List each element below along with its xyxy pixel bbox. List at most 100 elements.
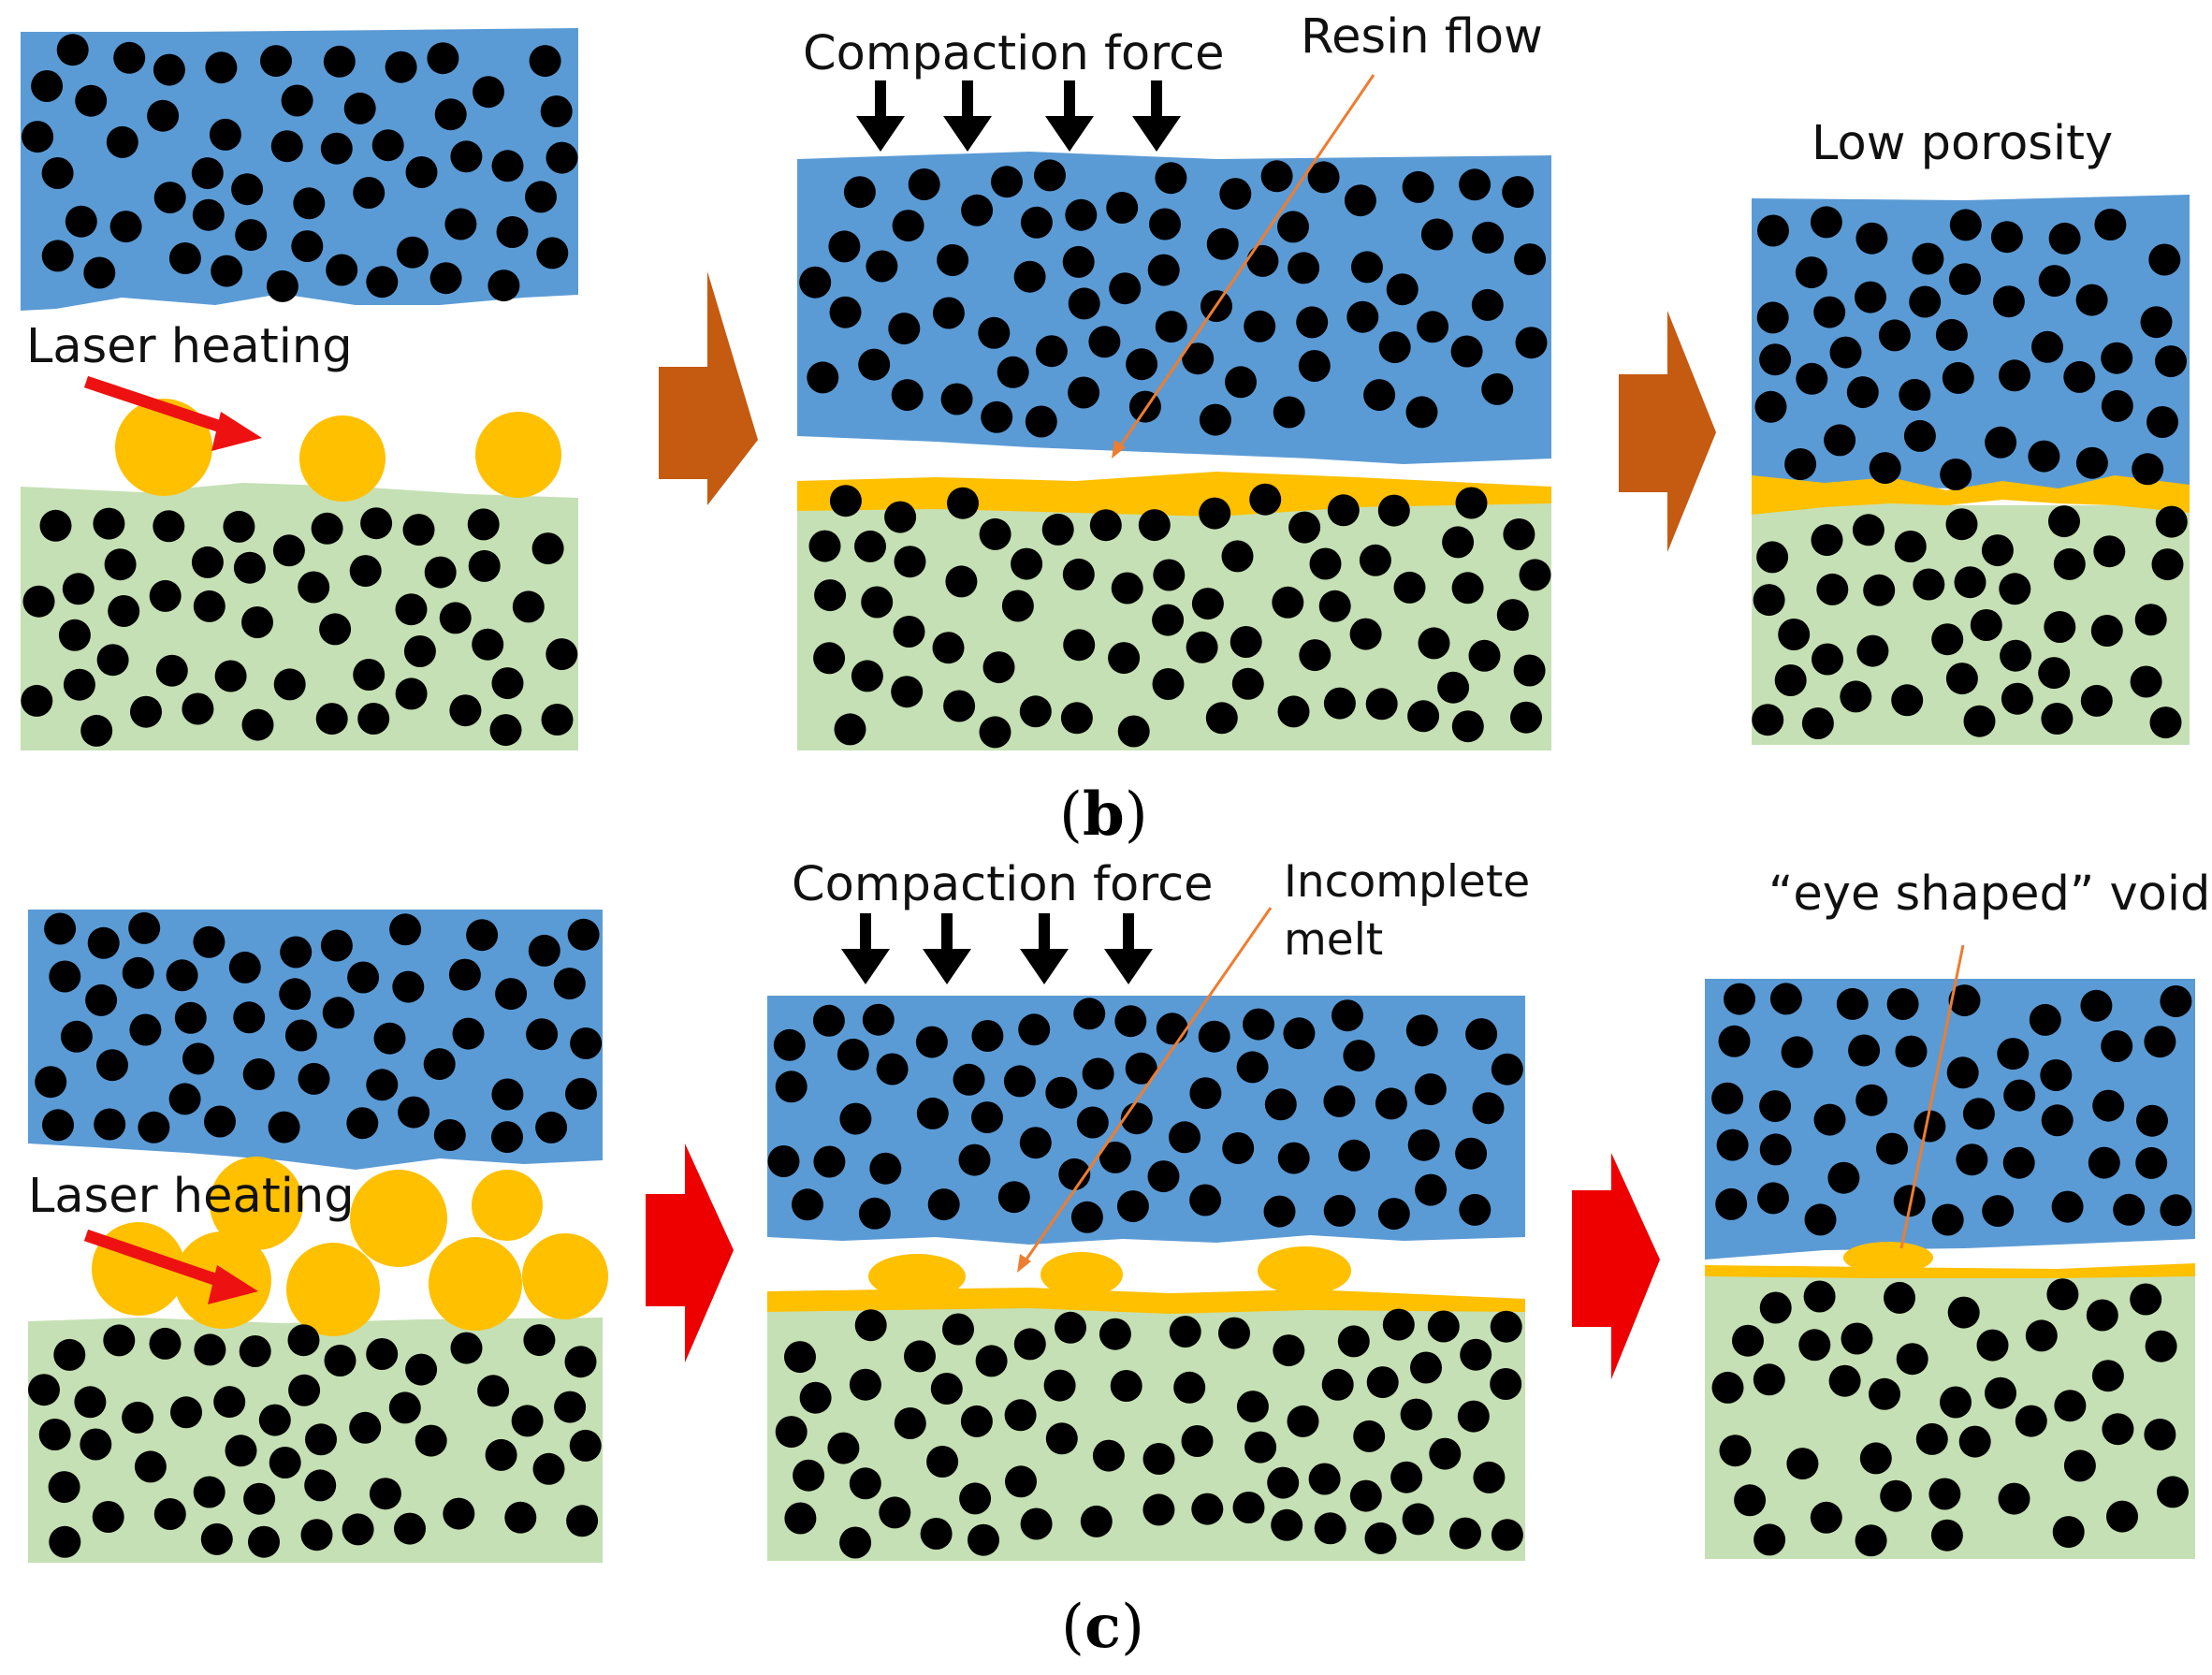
upper-laminate [21, 28, 578, 311]
fiber-dot [28, 1374, 60, 1406]
fiber-dot [1025, 405, 1057, 438]
fiber-dot [147, 99, 180, 132]
fiber-dot [529, 45, 561, 78]
fiber-dot [1288, 511, 1321, 544]
fiber-dot [1236, 1391, 1269, 1423]
fiber-dot [854, 530, 886, 562]
fiber-dot [1829, 336, 1862, 369]
fiber-dot [1827, 1161, 1860, 1194]
fiber-dot [566, 1505, 599, 1537]
fiber-dot [233, 551, 266, 584]
fiber-dot [1232, 1492, 1265, 1523]
fiber-dot [894, 546, 926, 578]
fiber-dot [1997, 1038, 2030, 1071]
fiber-dot [1724, 983, 1755, 1015]
fiber-dot [961, 194, 994, 226]
fiber-dot [1393, 571, 1426, 604]
down-arrow-icon [1020, 949, 1069, 984]
fiber-dot [1876, 1132, 1908, 1165]
fiber-dot [1752, 704, 1784, 736]
fiber-dot [2063, 360, 2096, 393]
fiber-dot [1981, 534, 2014, 567]
fiber-dot [1795, 256, 1827, 289]
fiber-dot [813, 1145, 846, 1178]
fiber-dot [997, 1181, 1030, 1214]
fiber-dot [888, 313, 921, 345]
fiber-dot [85, 983, 118, 1016]
fiber-dot [1338, 1139, 1371, 1172]
fiber-dot [41, 240, 74, 272]
fiber-dot [405, 1353, 438, 1386]
fiber-dot [2101, 1030, 2133, 1062]
fiber-dot [1152, 668, 1185, 700]
label-incomplete-melt: melt [1284, 914, 1383, 966]
fiber-dot [192, 198, 225, 231]
fiber-dot [248, 1525, 280, 1558]
fiber-dot [279, 978, 312, 1011]
fiber-dot [2038, 657, 2071, 690]
panel-c2: Compaction force Incomplete melt [767, 856, 1530, 1561]
fiber-dot [193, 1476, 226, 1508]
fiber-dot [1068, 376, 1100, 409]
fiber-dot [876, 1053, 909, 1085]
fiber-dot [1147, 254, 1180, 286]
fiber-dot [834, 713, 866, 746]
fiber-dot [523, 1324, 556, 1357]
fiber-dot [536, 237, 569, 269]
fiber-dot [869, 1152, 902, 1185]
fiber-dot [1205, 702, 1238, 735]
fiber-dot [353, 659, 386, 691]
resin-melt-layer [1705, 1263, 2195, 1278]
resin-melt-droplet [475, 412, 561, 498]
fiber-dot [1515, 327, 1548, 359]
fiber-dot [1465, 1018, 1498, 1051]
fiber-dot [2113, 1193, 2146, 1226]
fiber-dot [298, 571, 330, 604]
fiber-dot [2086, 1299, 2118, 1332]
fiber-dot [1719, 1435, 1752, 1467]
fiber-dot [2130, 665, 2162, 698]
fiber-dot [103, 1324, 136, 1357]
fiber-dot [930, 1373, 963, 1405]
fiber-dot [1405, 1014, 1438, 1047]
fiber-dot [1011, 547, 1043, 580]
laser-arrow-icon [83, 375, 235, 437]
fiber-dot [1117, 715, 1150, 748]
fiber-dot [1181, 1425, 1214, 1457]
fiber-dot [2052, 1516, 2085, 1549]
fiber-dot [916, 1097, 949, 1129]
fiber-dot [2148, 243, 2181, 276]
fiber-group [1754, 206, 2187, 490]
fiber-dot [1013, 260, 1046, 293]
pointer-line [1022, 907, 1273, 1264]
fiber-dot [1070, 1201, 1103, 1233]
fiber-dot [1754, 390, 1787, 423]
fiber-dot [1263, 1195, 1296, 1228]
fiber-dot [1718, 1025, 1751, 1057]
fiber-dot [398, 1096, 430, 1129]
fiber-dot [775, 1071, 808, 1103]
fiber-dot [2091, 1360, 2124, 1392]
fiber-dot [242, 1058, 275, 1090]
fiber-dot [233, 1001, 266, 1034]
fiber-dot [773, 1028, 806, 1061]
fiber-dot [1895, 1035, 1928, 1068]
fiber-dot [904, 1340, 936, 1373]
fiber-dot [1343, 1040, 1375, 1072]
fiber-dot [767, 1145, 800, 1177]
fiber-dot [31, 70, 64, 102]
fiber-dot [807, 361, 839, 394]
fiber-dot [1471, 288, 1504, 321]
fiber-dot [2101, 389, 2133, 422]
fiber-dot [1001, 590, 1034, 622]
compaction-arrows [856, 80, 1181, 152]
fiber-dot [1267, 1466, 1300, 1499]
fiber-dot [2080, 989, 2113, 1022]
fiber-dot [2041, 1104, 2074, 1137]
fiber-dot [174, 1001, 207, 1034]
fiber-dot [1812, 643, 1843, 676]
fiber-dot [1231, 667, 1264, 700]
fiber-dot [1781, 1036, 1813, 1069]
fiber-dot [1260, 160, 1293, 193]
fiber-dot [324, 1345, 357, 1376]
